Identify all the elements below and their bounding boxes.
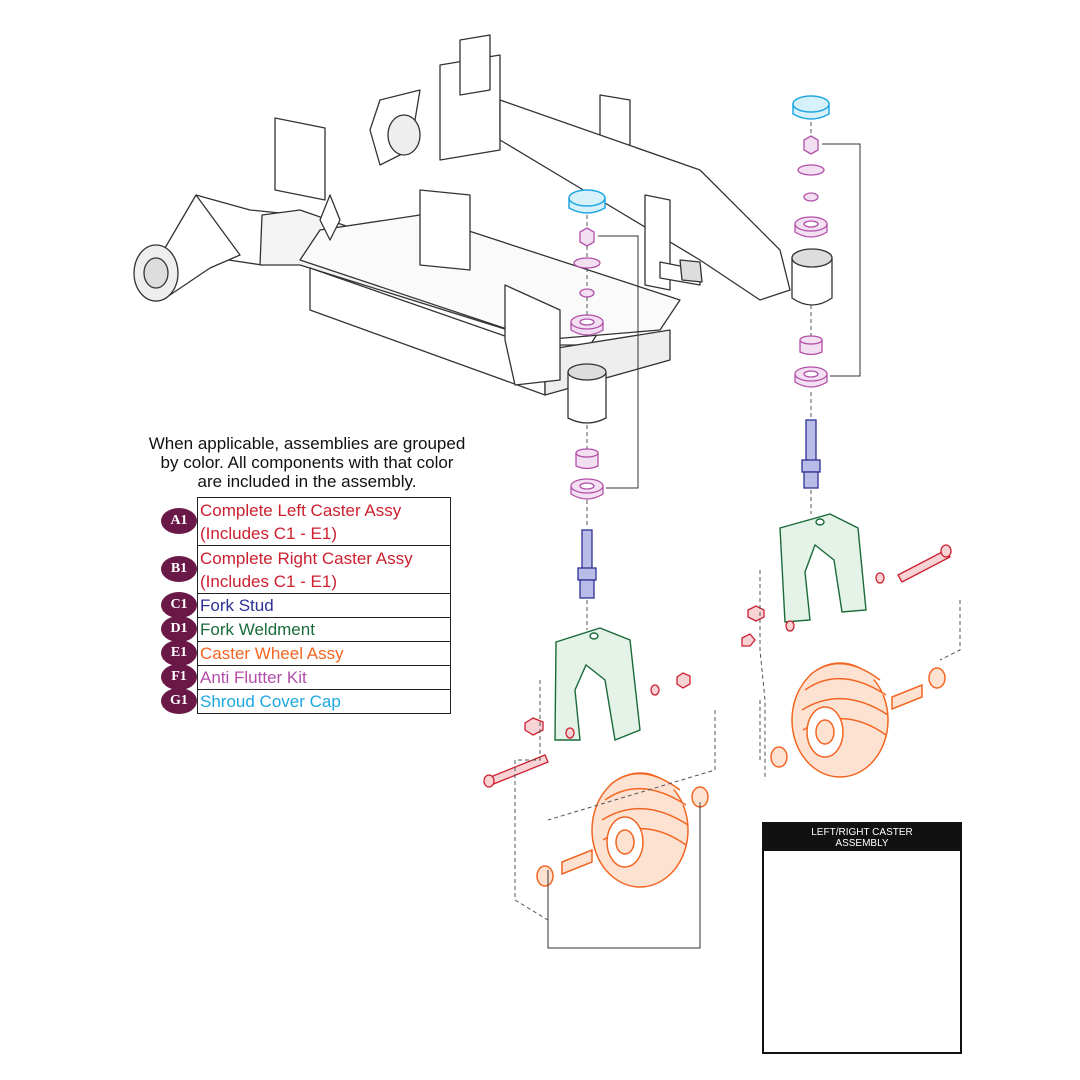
caster-assembly-inset: LEFT/RIGHT CASTER ASSEMBLY xyxy=(762,822,962,1054)
badge-c1: C1 xyxy=(161,591,197,618)
axle-bolt-right xyxy=(897,549,951,583)
fork-stud-left xyxy=(577,529,597,599)
anti-flutter-kit-right xyxy=(794,135,828,388)
note-line-2: by color. All components with that color xyxy=(160,453,454,472)
legend-row-d1: D1 Fork Weldment xyxy=(161,615,451,642)
badge-f1: F1 xyxy=(161,663,197,690)
left-housing-tube xyxy=(567,363,607,424)
legend-label-fork-stud: Fork Stud xyxy=(197,593,451,618)
legend-label-fork-weldment: Fork Weldment xyxy=(197,617,451,642)
legend-label-complete-right-caster-assy: Complete Right Caster Assy (Includes C1 … xyxy=(197,545,451,594)
right-housing-tube xyxy=(791,248,833,306)
shroud-cover-cap-right xyxy=(792,95,830,120)
color-grouping-note: When applicable, assemblies are grouped … xyxy=(112,434,502,491)
fork-stud-right xyxy=(801,419,821,489)
legend-label-shroud-cover-cap: Shroud Cover Cap xyxy=(197,689,451,714)
legend-row-e1: E1 Caster Wheel Assy xyxy=(161,639,451,666)
legend-row-b1: B1 Complete Right Caster Assy (Includes … xyxy=(161,545,451,594)
badge-d1: D1 xyxy=(161,615,197,642)
badge-a1: A1 xyxy=(161,507,197,534)
legend-row-c1: C1 Fork Stud xyxy=(161,591,451,618)
legend-row-f1: F1 Anti Flutter Kit xyxy=(161,663,451,690)
note-line-3: are included in the assembly. xyxy=(197,472,417,491)
caster-wheel-right xyxy=(770,662,946,778)
shroud-cover-cap-left xyxy=(568,189,606,214)
legend-row-g1: G1 Shroud Cover Cap xyxy=(161,687,451,714)
legend-row-a1: A1 Complete Left Caster Assy (Includes C… xyxy=(161,497,451,546)
fork-weldment-left xyxy=(554,627,641,741)
legend-label-anti-flutter-kit: Anti Flutter Kit xyxy=(197,665,451,690)
inset-title: LEFT/RIGHT CASTER ASSEMBLY xyxy=(764,824,960,851)
fork-weldment-right xyxy=(779,513,867,623)
note-line-1: When applicable, assemblies are grouped xyxy=(148,434,466,453)
badge-g1: G1 xyxy=(161,687,197,714)
legend-label-caster-wheel-assy: Caster Wheel Assy xyxy=(197,641,451,666)
caster-wheel-left xyxy=(536,772,709,888)
legend-label-complete-left-caster-assy: Complete Left Caster Assy (Includes C1 -… xyxy=(197,497,451,546)
base-frame xyxy=(133,34,791,396)
badge-e1: E1 xyxy=(161,639,197,666)
badge-b1: B1 xyxy=(161,555,197,582)
anti-flutter-kit-left xyxy=(570,227,604,500)
parts-legend: A1 Complete Left Caster Assy (Includes C… xyxy=(161,497,451,714)
